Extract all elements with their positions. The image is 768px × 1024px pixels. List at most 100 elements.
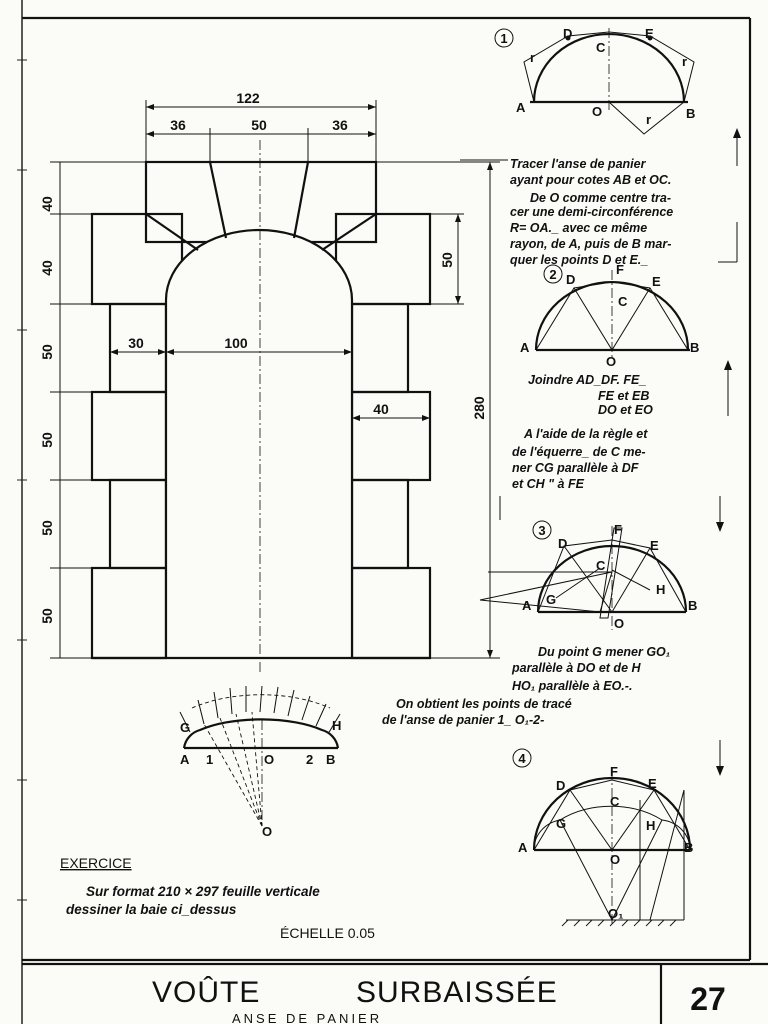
figure-3-instructions: Du point G mener GO₁ parallèle à DO et d… bbox=[382, 645, 670, 727]
page-number: 27 bbox=[690, 981, 726, 1017]
figure-1-point-o: O bbox=[592, 104, 602, 119]
instruction-2-line-3: DO et EO bbox=[598, 403, 653, 417]
figure-2-point-f: F bbox=[616, 262, 624, 277]
top-dimensions: 122 36 50 36 bbox=[145, 90, 377, 162]
arch-elevation bbox=[90, 140, 432, 672]
voussoir-point-b: B bbox=[326, 752, 335, 767]
dim-122: 122 bbox=[236, 90, 260, 106]
figure-4: 4 A B O C D E F G H O₁ bbox=[512, 748, 693, 927]
figure-4-point-d: D bbox=[556, 778, 565, 793]
dim-right-50: 50 bbox=[439, 252, 455, 268]
figure-2-point-e: E bbox=[652, 274, 661, 289]
figure-1-instructions: Tracer l'anse de panier ayant pour cotes… bbox=[510, 157, 673, 267]
voussoir-center-o: O bbox=[262, 824, 272, 839]
exercise-block: EXERCICE Sur format 210 × 297 feuille ve… bbox=[60, 855, 375, 941]
figure-2-instructions: Joindre AD_DF. FE_ FE et EB DO et EO A l… bbox=[512, 373, 653, 491]
dim-left-50d: 50 bbox=[39, 608, 55, 624]
figure-3-point-b: B bbox=[688, 598, 697, 613]
instruction-3-line-4: On obtient les points de tracé bbox=[396, 697, 572, 711]
dim-left-40b: 40 bbox=[39, 260, 55, 276]
figure-3-point-g: G bbox=[546, 592, 556, 607]
figure-2-point-c: C bbox=[618, 294, 628, 309]
instruction-2-line-1: Joindre AD_DF. FE_ bbox=[528, 373, 646, 387]
voussoir-point-o: O bbox=[264, 752, 274, 767]
figure-1-point-a: A bbox=[516, 100, 526, 115]
figure-2-point-b: B bbox=[690, 340, 699, 355]
dim-30: 30 bbox=[128, 335, 144, 351]
figure-1-point-d: D bbox=[563, 26, 572, 41]
figure-4-point-h: H bbox=[646, 818, 655, 833]
inner-dimensions: 30 100 40 bbox=[110, 335, 430, 421]
instruction-2-line-6: ner CG parallèle à DF bbox=[512, 461, 639, 475]
dim-100: 100 bbox=[224, 335, 248, 351]
figure-2-point-a: A bbox=[520, 340, 530, 355]
instruction-1-line-3: De O comme centre tra- bbox=[530, 191, 671, 205]
figure-2: 2 A B O C D E F bbox=[520, 262, 699, 369]
instruction-1-line-5: R= OA._ avec ce même bbox=[510, 221, 647, 235]
figure-2-point-d: D bbox=[566, 272, 575, 287]
figure-1-r-right: r bbox=[682, 54, 687, 69]
figure-1-r-bottom: r bbox=[646, 112, 651, 127]
figure-1-number: 1 bbox=[500, 31, 507, 46]
instruction-1-line-7: quer les points D et E._ bbox=[510, 253, 648, 267]
figure-3-point-d: D bbox=[558, 536, 567, 551]
instruction-2-line-4: A l'aide de la règle et bbox=[523, 427, 648, 441]
figure-4-point-g: G bbox=[556, 816, 566, 831]
figure-4-point-f: F bbox=[610, 764, 618, 779]
instruction-1-line-1: Tracer l'anse de panier bbox=[510, 157, 647, 171]
voussoir-point-a: A bbox=[180, 752, 190, 767]
figure-4-number: 4 bbox=[518, 751, 526, 766]
title-block: VOÛTE SURBAISSÉE ANSE DE PANIER 27 bbox=[152, 975, 726, 1024]
figure-1: 1 A B O C D E r r r bbox=[494, 26, 695, 135]
dim-left-50b: 50 bbox=[39, 432, 55, 448]
figure-3-point-c: C bbox=[596, 558, 606, 573]
title-subtitle: ANSE DE PANIER bbox=[232, 1011, 382, 1024]
figure-4-point-o: O bbox=[610, 852, 620, 867]
exercise-title: EXERCICE bbox=[60, 855, 132, 871]
dim-height-280: 280 bbox=[471, 396, 487, 420]
instruction-2-line-2: FE et EB bbox=[598, 389, 649, 403]
dim-left-50a: 50 bbox=[39, 344, 55, 360]
figure-1-point-e: E bbox=[645, 26, 654, 41]
figure-3-point-h: H bbox=[656, 582, 665, 597]
figure-3-point-a: A bbox=[522, 598, 532, 613]
figure-1-point-b: B bbox=[686, 106, 695, 121]
voussoir-point-2: 2 bbox=[306, 752, 313, 767]
instruction-3-line-1: Du point G mener GO₁ bbox=[538, 645, 670, 659]
sheet-frame bbox=[17, 0, 768, 1024]
instruction-3-line-5: de l'anse de panier 1_ O₁-2- bbox=[382, 713, 544, 727]
figure-4-point-c: C bbox=[610, 794, 620, 809]
dim-50-middle: 50 bbox=[251, 117, 267, 133]
figure-1-r-left: r bbox=[530, 50, 535, 65]
instruction-2-line-7: et CH " à FE bbox=[512, 477, 585, 491]
instruction-1-line-2: ayant pour cotes AB et OC. bbox=[510, 173, 671, 187]
left-dimensions: 40 40 50 50 50 50 bbox=[39, 161, 146, 659]
instruction-1-line-4: cer une demi-circonférence bbox=[510, 205, 673, 219]
figure-3-point-o: O bbox=[614, 616, 624, 631]
instruction-3-line-2: parallèle à DO et de H bbox=[511, 661, 641, 675]
exercise-line-1: Sur format 210 × 297 feuille verticale bbox=[86, 884, 320, 899]
voussoir-point-1: 1 bbox=[206, 752, 213, 767]
title-word-surbaissee: SURBAISSÉE bbox=[356, 976, 558, 1009]
dim-left-50c: 50 bbox=[39, 520, 55, 536]
voussoir-sketch: G H A 1 O 2 B O bbox=[179, 685, 341, 839]
figure-4-point-o1: O₁ bbox=[608, 906, 624, 921]
leader-arrows bbox=[460, 128, 741, 776]
figure-2-number: 2 bbox=[549, 267, 556, 282]
voussoir-point-h: H bbox=[332, 718, 341, 733]
right-dimensions: 50 280 bbox=[352, 161, 500, 659]
figure-4-point-b: B bbox=[684, 840, 693, 855]
title-word-voute: VOÛTE bbox=[152, 975, 260, 1009]
figure-3-point-e: E bbox=[650, 538, 659, 553]
dim-36-right: 36 bbox=[332, 117, 348, 133]
figure-3-number: 3 bbox=[538, 523, 545, 538]
exercise-scale: ÉCHELLE 0.05 bbox=[280, 925, 375, 941]
figure-4-point-a: A bbox=[518, 840, 528, 855]
dim-36-left: 36 bbox=[170, 117, 186, 133]
figure-3-point-f: F bbox=[614, 522, 622, 537]
instruction-3-line-3: HO₁ parallèle à EO.-. bbox=[512, 679, 632, 693]
instruction-2-line-5: de l'équerre_ de C me- bbox=[512, 445, 646, 459]
instruction-1-line-6: rayon, de A, puis de B mar- bbox=[510, 237, 671, 251]
figure-3: 3 A B O C D E F G H bbox=[479, 520, 697, 631]
